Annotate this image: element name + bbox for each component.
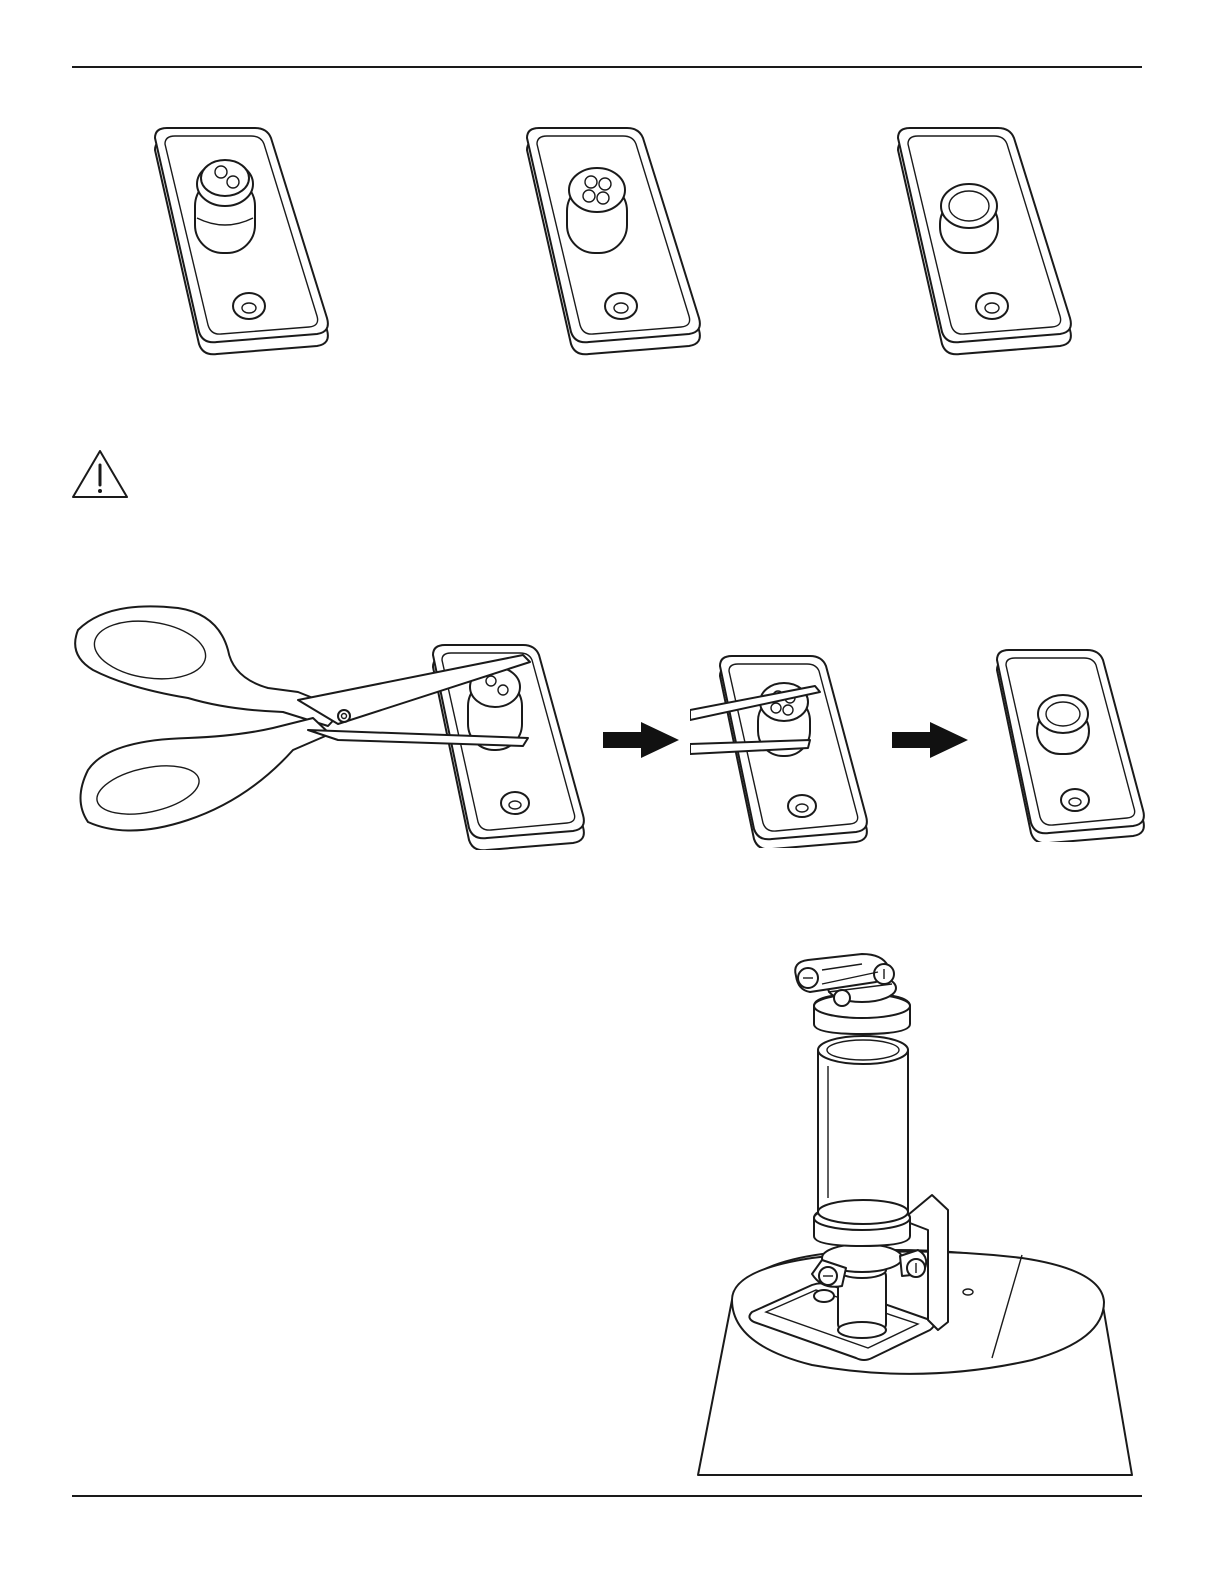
gasket-two-hole bbox=[130, 118, 340, 368]
arrow-right-icon bbox=[603, 722, 679, 758]
arrow-right-icon bbox=[892, 722, 968, 758]
warning-triangle-icon bbox=[70, 448, 130, 500]
bottom-rule bbox=[72, 1495, 1142, 1497]
scissors-icon bbox=[68, 600, 588, 850]
gasket-trimmed-with-blade bbox=[690, 648, 880, 848]
top-rule bbox=[72, 66, 1142, 68]
speaker-pendant-mount-assembly bbox=[692, 940, 1142, 1480]
gasket-single-hole bbox=[873, 118, 1083, 368]
gasket-four-hole bbox=[502, 118, 712, 368]
gasket-trimmed-result bbox=[975, 642, 1155, 842]
